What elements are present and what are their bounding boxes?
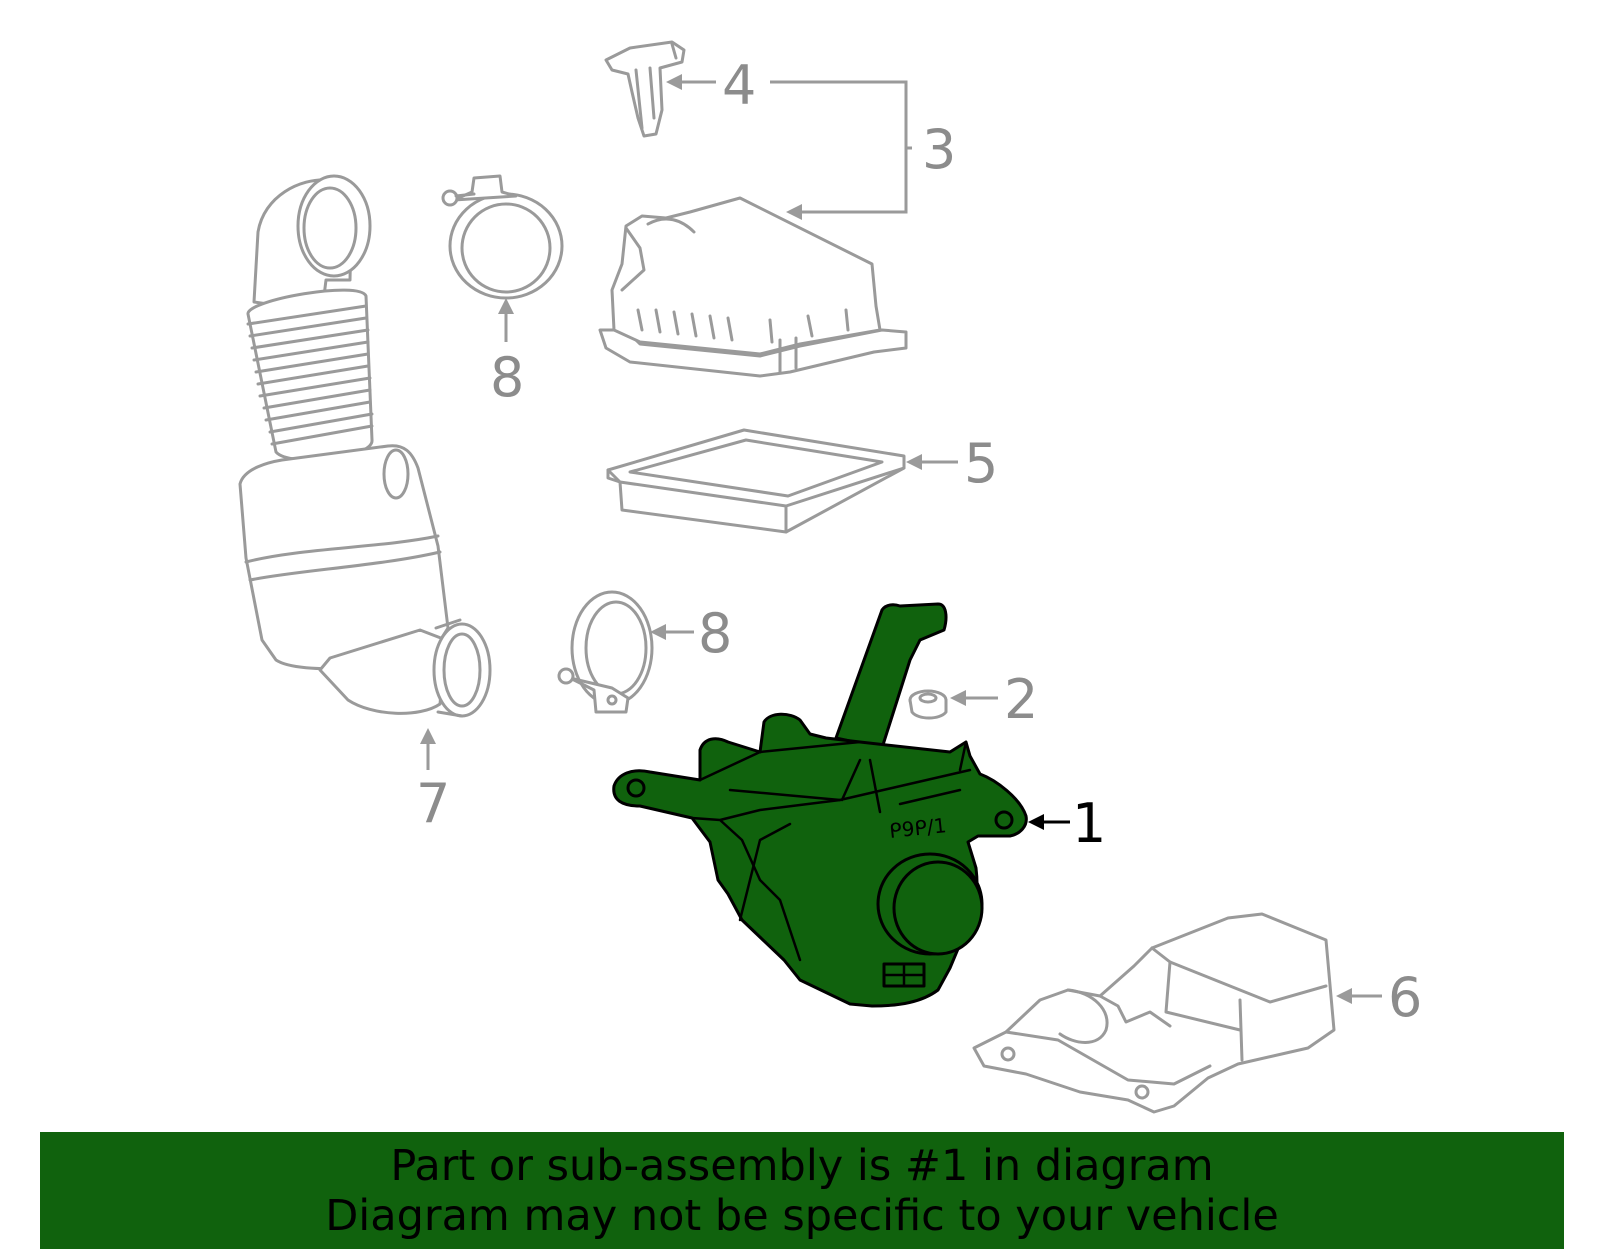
part-6-intake-duct [972, 912, 1336, 1114]
callout-label-3: 3 [922, 118, 956, 181]
info-banner: Part or sub-assembly is #1 in diagram Di… [40, 1132, 1564, 1249]
part-7-intake-hose [238, 174, 492, 718]
part-2-grommet [908, 689, 948, 720]
callout-label-2: 2 [1004, 668, 1038, 731]
part-1-air-cleaner-body: ᑭ9ᑭ/1 [612, 602, 1028, 1008]
part-5-filter-element [606, 428, 906, 534]
part-1-embossed-text: ᑭ9ᑭ/1 [888, 813, 948, 843]
callout-label-8-upper: 8 [490, 346, 524, 409]
callout-label-6: 6 [1388, 966, 1422, 1029]
part-4-airflow-sensor [604, 40, 686, 138]
callout-leaders [420, 74, 1382, 1004]
banner-line-1: Part or sub-assembly is #1 in diagram [390, 1140, 1214, 1191]
part-8-clamp-lower [557, 590, 654, 714]
callout-label-5: 5 [964, 432, 998, 495]
callout-label-8-lower: 8 [698, 602, 732, 665]
callout-label-7: 7 [416, 772, 450, 835]
part-8-clamp-upper [441, 174, 564, 300]
callout-label-1: 1 [1072, 792, 1106, 855]
part-3-air-cleaner-cover [598, 196, 908, 378]
banner-line-2: Diagram may not be specific to your vehi… [325, 1190, 1279, 1241]
callout-label-4: 4 [722, 54, 756, 117]
